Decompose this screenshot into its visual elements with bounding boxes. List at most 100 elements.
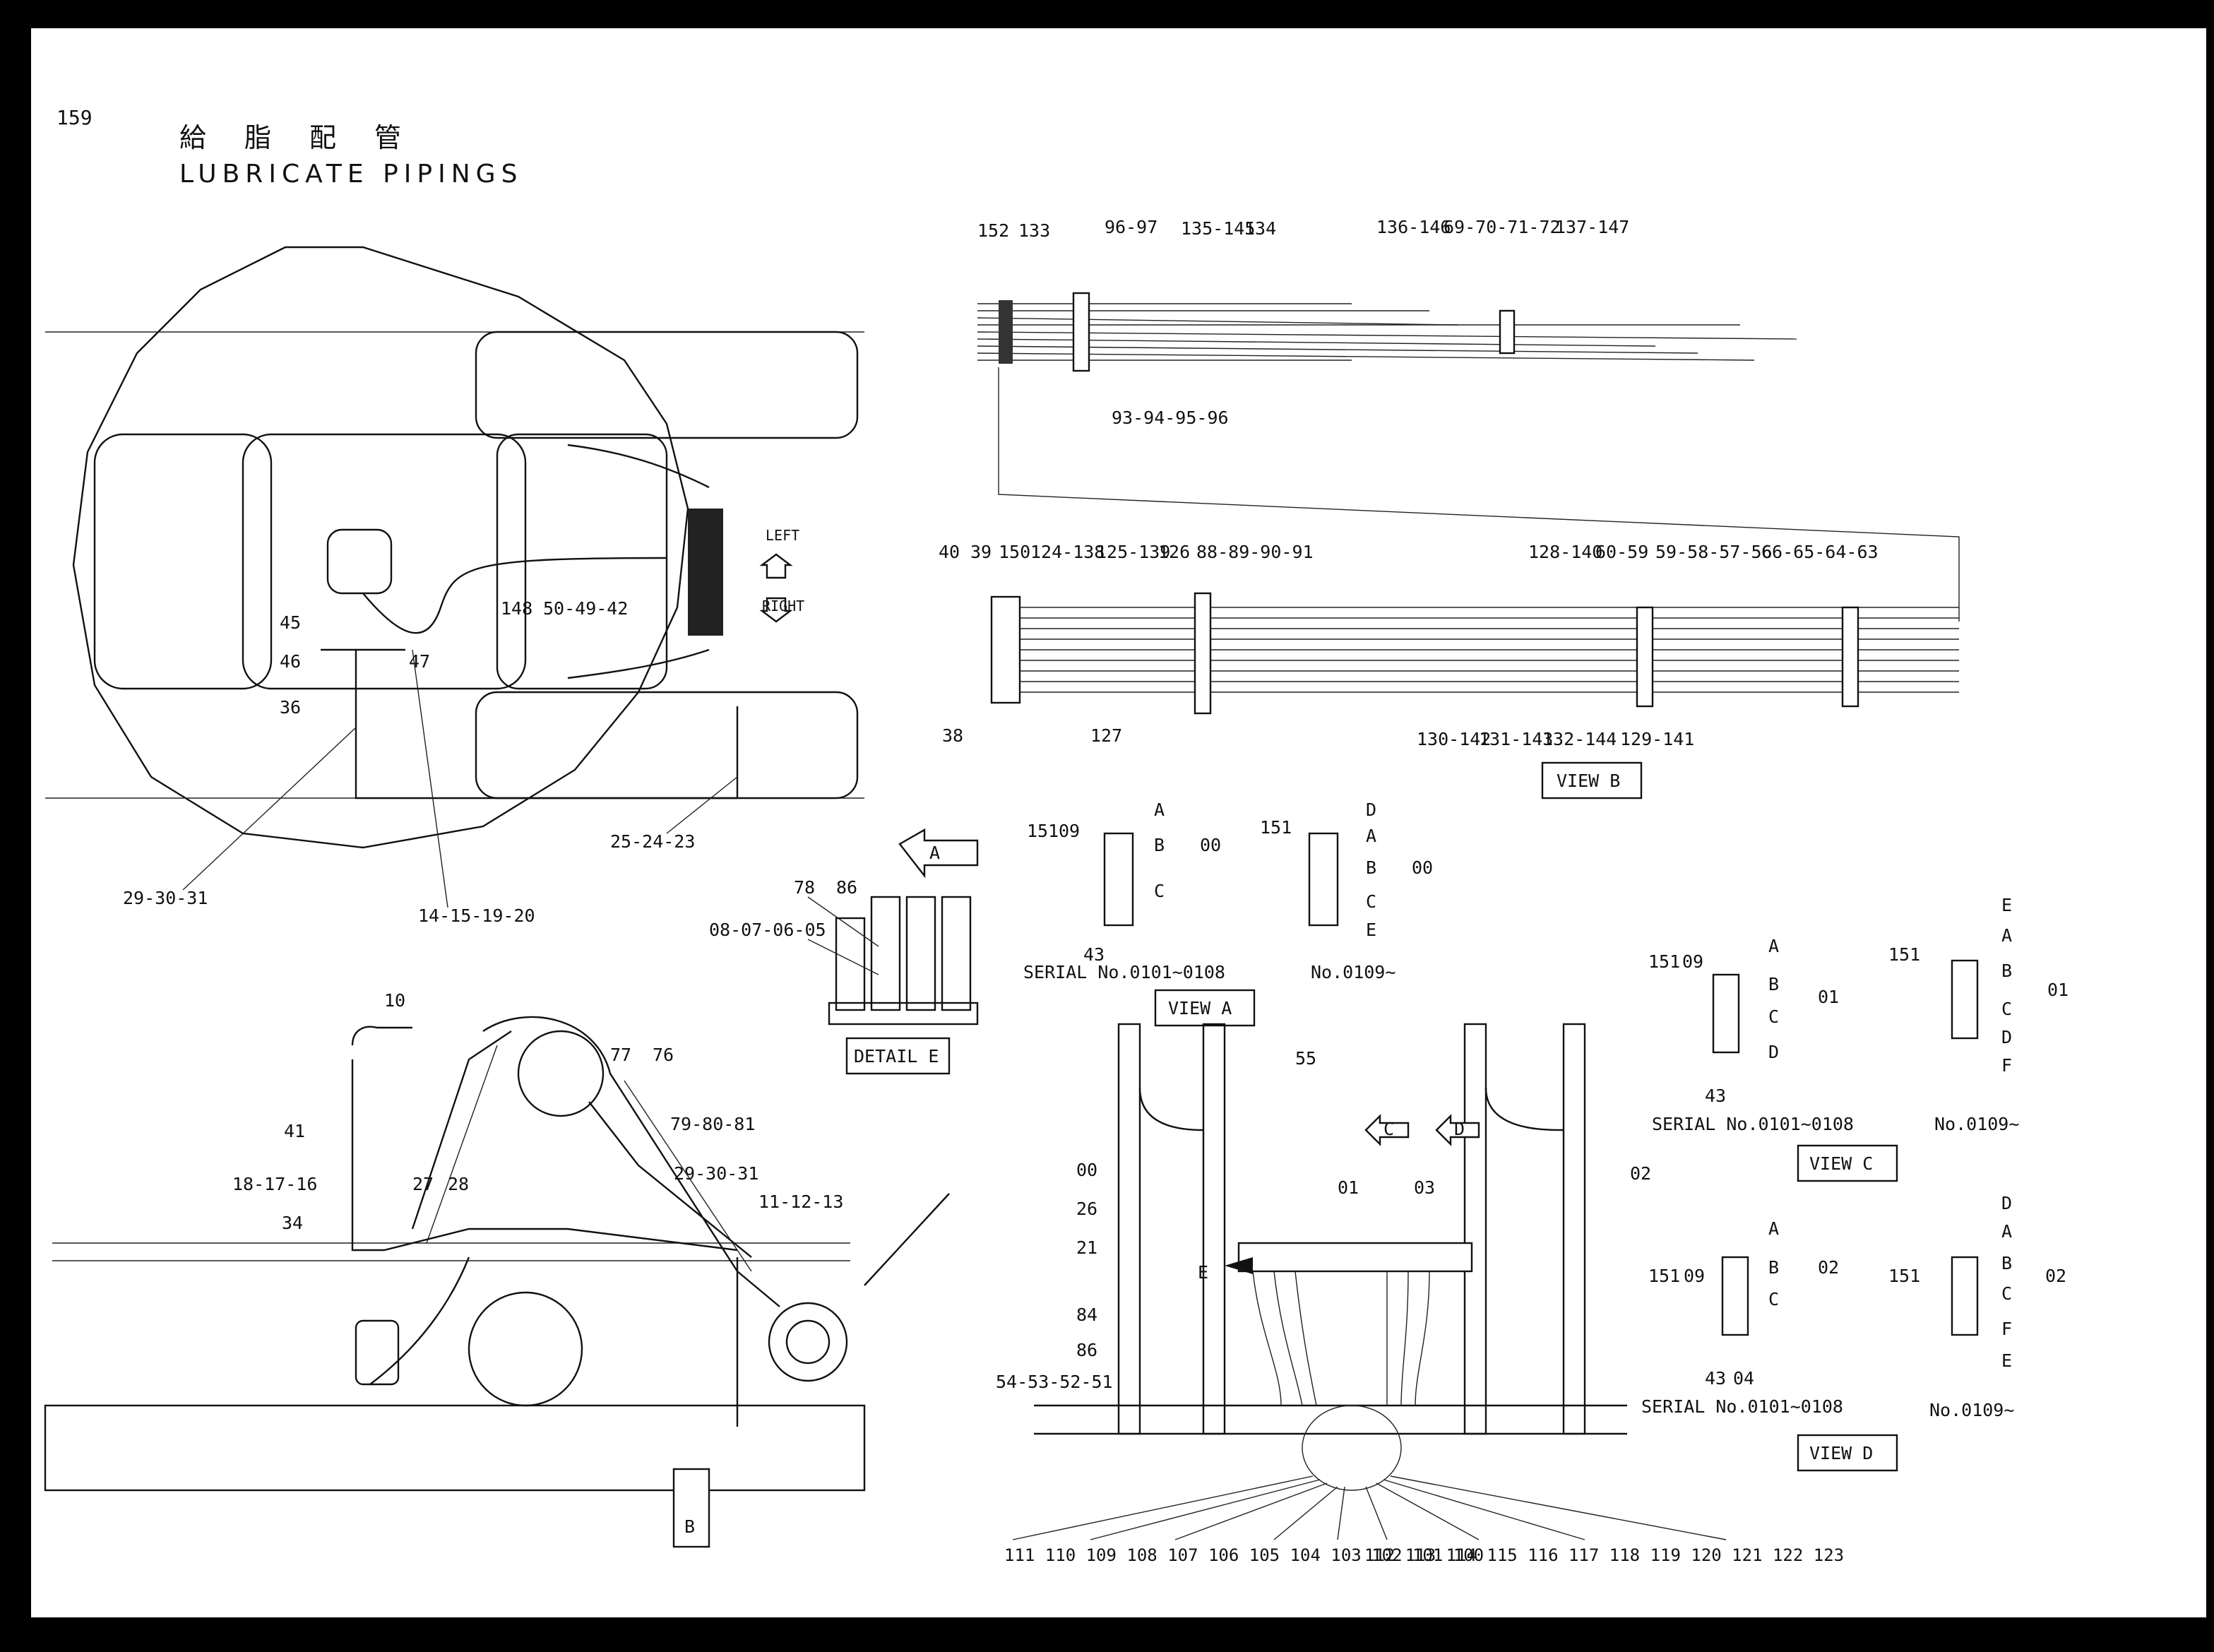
callout-d-a2: D [1366, 800, 1376, 820]
view-b-bottom: 40 39 150 124-138 125-139 126 88-89-90-9… [939, 542, 1959, 800]
page-number: 159 [56, 106, 93, 129]
label-54-53-52-51: 54-53-52-51 [996, 1372, 1113, 1392]
view-d-label-box [1797, 1434, 1898, 1472]
view-c-details: 151 09 43 A B C D 01 SERIAL No.0101~0108… [1648, 895, 2069, 1182]
label-21: 21 [1076, 1237, 1097, 1258]
label-29-30-31: 29-30-31 [123, 888, 208, 908]
view-a-arrow-letter: A [929, 843, 940, 863]
label-43-c1: 43 [1705, 1086, 1726, 1106]
label-60-59: 60-59 [1595, 542, 1648, 562]
callout-f-d2: F [2001, 1319, 2012, 1339]
label-01-c2: 01 [2047, 980, 2069, 1000]
callout-b-a2: B [1366, 857, 1376, 878]
label-88-89-90-91: 88-89-90-91 [1196, 542, 1314, 562]
label-45: 45 [280, 612, 301, 633]
callout-d-d2: D [2001, 1193, 2012, 1213]
label-01-c1: 01 [1818, 987, 1839, 1007]
label-40: 40 [939, 542, 960, 562]
callout-d-c2: D [2001, 1027, 2012, 1047]
callout-b-a1: B [1154, 835, 1165, 855]
callout-a-a2: A [1366, 826, 1376, 846]
left-arrow-icon [759, 553, 793, 579]
center-front-view: 55 00 26 21 84 86 54-53-52-51 01 03 02 E… [996, 1023, 1844, 1565]
right-arrow-label: RIGHT [762, 598, 804, 614]
label-39: 39 [970, 542, 992, 562]
callout-e-a2: E [1366, 920, 1376, 940]
label-86-center: 86 [1076, 1340, 1097, 1360]
label-55: 55 [1295, 1048, 1316, 1069]
callout-c-c2: C [2001, 999, 2012, 1019]
callout-f-c2: F [2001, 1055, 2012, 1076]
label-77: 77 [610, 1045, 631, 1065]
label-18-17-16: 18-17-16 [232, 1174, 317, 1194]
callout-c-c1: C [1768, 1006, 1779, 1027]
label-150: 150 [999, 542, 1030, 562]
callout-c-d1: C [1768, 1289, 1779, 1309]
view-d-label: VIEW D [1809, 1443, 1873, 1463]
label-79-80-81: 79-80-81 [670, 1114, 755, 1134]
detail-e: A 78 86 08-07-06-05 DETAIL E [709, 828, 979, 1075]
label-78: 78 [794, 877, 815, 898]
view-d-arrow-letter: D [1454, 1119, 1465, 1139]
label-124-138: 124-138 [1030, 542, 1105, 562]
callout-a-c2: A [2001, 925, 2012, 946]
label-69-70-71-72: 69-70-71-72 [1444, 217, 1561, 237]
label-41: 41 [284, 1121, 305, 1141]
label-09-c1: 09 [1682, 951, 1703, 972]
callout-a-d2: A [2001, 1221, 2012, 1242]
label-76: 76 [653, 1045, 674, 1065]
view-a-details: 151 09 43 A B C 00 SERIAL No.0101~0108 1… [1023, 800, 1433, 1027]
callout-c-a2: C [1366, 891, 1376, 912]
label-93-94-95-96: 93-94-95-96 [1112, 408, 1229, 428]
label-125-139: 125-139 [1096, 542, 1170, 562]
no0109-a2: No.0109~ [1311, 962, 1395, 982]
lubricate-piping-drawing: 159 給 脂 配 管 LUBRICATE PIPINGS LEFT RIGHT… [44, 106, 2069, 1565]
callout-c-a1: C [1154, 881, 1165, 901]
label-01-center: 01 [1338, 1177, 1359, 1198]
view-b-top: 152 133 96-97 135-145 134 136-146 69-70-… [977, 217, 1960, 622]
label-43-04-d1: 43 [1705, 1368, 1726, 1389]
view-b-label-box [1541, 761, 1643, 800]
view-a-label: VIEW A [1168, 998, 1232, 1018]
label-137-147: 137-147 [1555, 217, 1629, 237]
callout-e-d2: E [2001, 1350, 2012, 1371]
view-c-label: VIEW C [1809, 1153, 1873, 1174]
label-152: 152 [977, 220, 1009, 241]
callout-b-d1: B [1768, 1257, 1779, 1278]
view-a-arrow-icon [898, 828, 979, 879]
label-27: 27 [412, 1174, 434, 1194]
no0109-c2: No.0109~ [1934, 1114, 2019, 1134]
label-46: 46 [280, 651, 301, 672]
label-02-d2: 02 [2045, 1266, 2066, 1286]
label-11-12-13: 11-12-13 [758, 1192, 843, 1212]
label-151-c1: 151 [1648, 951, 1680, 972]
left-arrow-label: LEFT [766, 527, 799, 544]
detail-e-label: DETAIL E [854, 1046, 939, 1066]
label-08-07-06-05: 08-07-06-05 [709, 920, 826, 940]
title-english: LUBRICATE PIPINGS [179, 160, 523, 189]
label-36: 36 [280, 697, 301, 718]
label-09-a1: 09 [1059, 821, 1080, 841]
serial-a1: SERIAL No.0101~0108 [1023, 962, 1225, 982]
detail-e-label-box [845, 1037, 951, 1075]
label-26: 26 [1076, 1199, 1097, 1219]
label-136-146: 136-146 [1376, 217, 1451, 237]
serial-d1: SERIAL No.0101~0108 [1641, 1396, 1843, 1417]
label-148: 148 [501, 598, 532, 619]
label-00-center: 00 [1076, 1160, 1097, 1180]
callout-a-a1: A [1154, 800, 1165, 820]
label-04-d1: 04 [1733, 1368, 1754, 1389]
label-14-15-19-20: 14-15-19-20 [418, 905, 535, 926]
label-50-49-42: 50-49-42 [543, 598, 628, 619]
label-151-a1: 151 [1027, 821, 1059, 841]
callout-c-d2: C [2001, 1283, 2012, 1304]
label-00-a2: 00 [1412, 857, 1433, 878]
label-03-center: 03 [1414, 1177, 1435, 1198]
label-134: 134 [1244, 218, 1276, 239]
view-b-arrow-icon [672, 1468, 710, 1548]
callout-b-d2: B [2001, 1253, 2012, 1273]
no0109-d2: No.0109~ [1929, 1400, 2014, 1420]
label-130-142: 130-142 [1417, 729, 1491, 749]
view-b-label: VIEW B [1557, 771, 1620, 791]
label-29-30-31-side: 29-30-31 [674, 1163, 758, 1184]
